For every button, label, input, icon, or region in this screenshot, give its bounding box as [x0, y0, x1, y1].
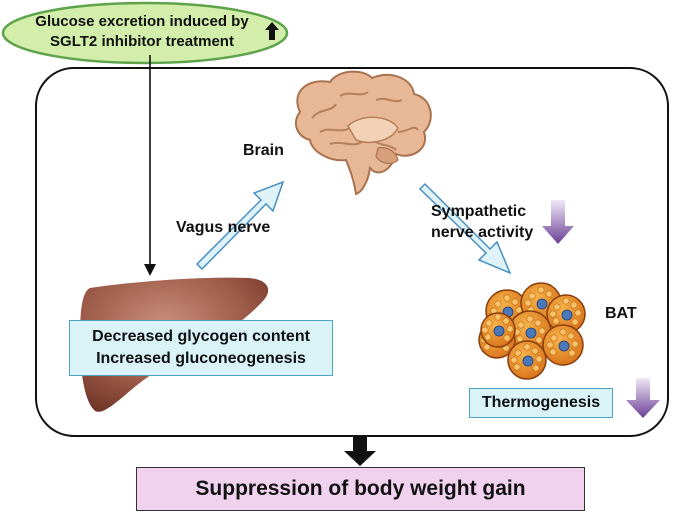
- outcome-arrow: [344, 437, 376, 466]
- brain-illustration: [294, 70, 432, 196]
- sympathetic-down-icon: [542, 200, 574, 244]
- bat-cells-illustration: [478, 282, 586, 380]
- sympathetic-nerve-label: Sympathetic nerve activity: [431, 201, 533, 243]
- thermogenesis-down-icon: [626, 378, 660, 418]
- vagus-nerve-label: Vagus nerve: [176, 219, 271, 236]
- sympathetic-arrow: [418, 182, 512, 275]
- outcome-box: Suppression of body weight gain: [136, 467, 585, 511]
- main-frame: [35, 67, 669, 437]
- bat-cell: [480, 312, 516, 348]
- bat-cell: [542, 324, 584, 366]
- sympathetic-line1: Sympathetic: [431, 203, 527, 220]
- vagus-nerve-arrow: [195, 180, 285, 271]
- bat-cell: [507, 340, 547, 380]
- glucose-excretion-line2: SGLT2 inhibitor treatment: [50, 33, 234, 50]
- bat-label: BAT: [605, 305, 637, 322]
- sympathetic-line2: nerve activity: [431, 224, 534, 241]
- liver-effects-box: Decreased glycogen content Increased glu…: [69, 320, 333, 376]
- brain-label: Brain: [243, 142, 284, 159]
- liver-effect-line1: Decreased glycogen content: [92, 328, 310, 345]
- up-arrow-icon: [265, 22, 279, 40]
- glucose-excretion-line1: Glucose excretion induced by: [35, 13, 249, 30]
- glucose-to-liver-arrow: [144, 55, 156, 276]
- glucose-excretion-label: Glucose excretion induced by SGLT2 inhib…: [22, 12, 262, 52]
- bat-cell: [546, 294, 586, 334]
- top-oval: [1, 1, 289, 65]
- thermogenesis-box: Thermogenesis: [469, 388, 613, 418]
- liver-effect-line2: Increased gluconeogenesis: [96, 350, 306, 367]
